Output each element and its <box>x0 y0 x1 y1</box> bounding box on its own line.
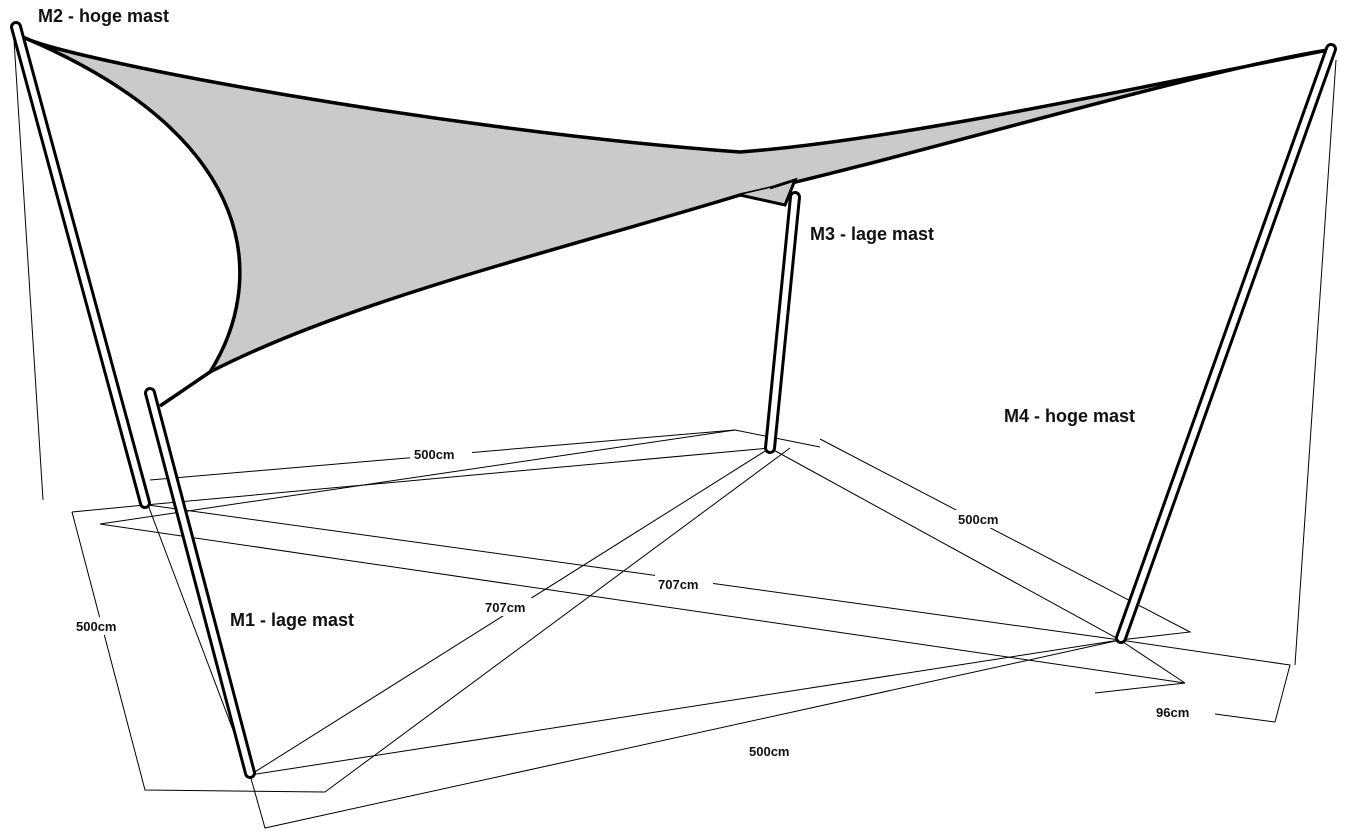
frame-right <box>819 438 1192 641</box>
svg-text:500cm: 500cm <box>76 619 116 634</box>
dim-side-right: 500cm <box>954 510 1016 528</box>
dim-side-left: 500cm <box>72 617 134 635</box>
frame-diag <box>324 447 791 793</box>
diagonal-m2-m4 <box>147 504 1121 641</box>
frame-corner <box>1119 639 1186 684</box>
svg-text:500cm: 500cm <box>414 447 454 462</box>
shade-sail <box>23 36 1330 374</box>
svg-text:96cm: 96cm <box>1156 705 1189 720</box>
edge-m1-m4 <box>249 639 1121 776</box>
dim-diagonal-2: 707cm <box>655 575 713 593</box>
svg-text:707cm: 707cm <box>485 600 525 615</box>
guide-m2-vertical <box>13 39 44 501</box>
svg-text:500cm: 500cm <box>749 744 789 759</box>
label-m3: M3 - lage mast <box>810 224 934 244</box>
frame-bottom <box>249 639 1121 829</box>
label-m4: M4 - hoge mast <box>1004 406 1135 426</box>
base-square-top <box>99 429 1186 694</box>
guide-left-top <box>71 504 146 513</box>
label-m1: M1 - lage mast <box>230 610 354 630</box>
mast-m2 <box>10 21 151 509</box>
edge-m2-m3 <box>144 447 771 506</box>
guide-m4-vertical <box>1294 59 1337 666</box>
label-m2: M2 - hoge mast <box>38 6 169 26</box>
ground-guides <box>13 39 1337 829</box>
dim-side-top: 500cm <box>410 445 472 463</box>
frame-offset <box>1119 639 1291 723</box>
mast-m1 <box>144 387 256 779</box>
guide-left-outer <box>71 511 326 793</box>
mast-m4 <box>1115 43 1337 644</box>
svg-text:500cm: 500cm <box>958 512 998 527</box>
dim-offset: 96cm <box>1150 703 1202 721</box>
rope-m3 <box>739 177 798 207</box>
dim-diagonal-1: 707cm <box>483 598 541 616</box>
rope-m1 <box>159 370 211 408</box>
mast-m3 <box>764 191 801 454</box>
dim-side-bottom: 500cm <box>745 742 807 760</box>
edge-m3-m4 <box>769 447 1121 641</box>
svg-text:707cm: 707cm <box>658 577 698 592</box>
